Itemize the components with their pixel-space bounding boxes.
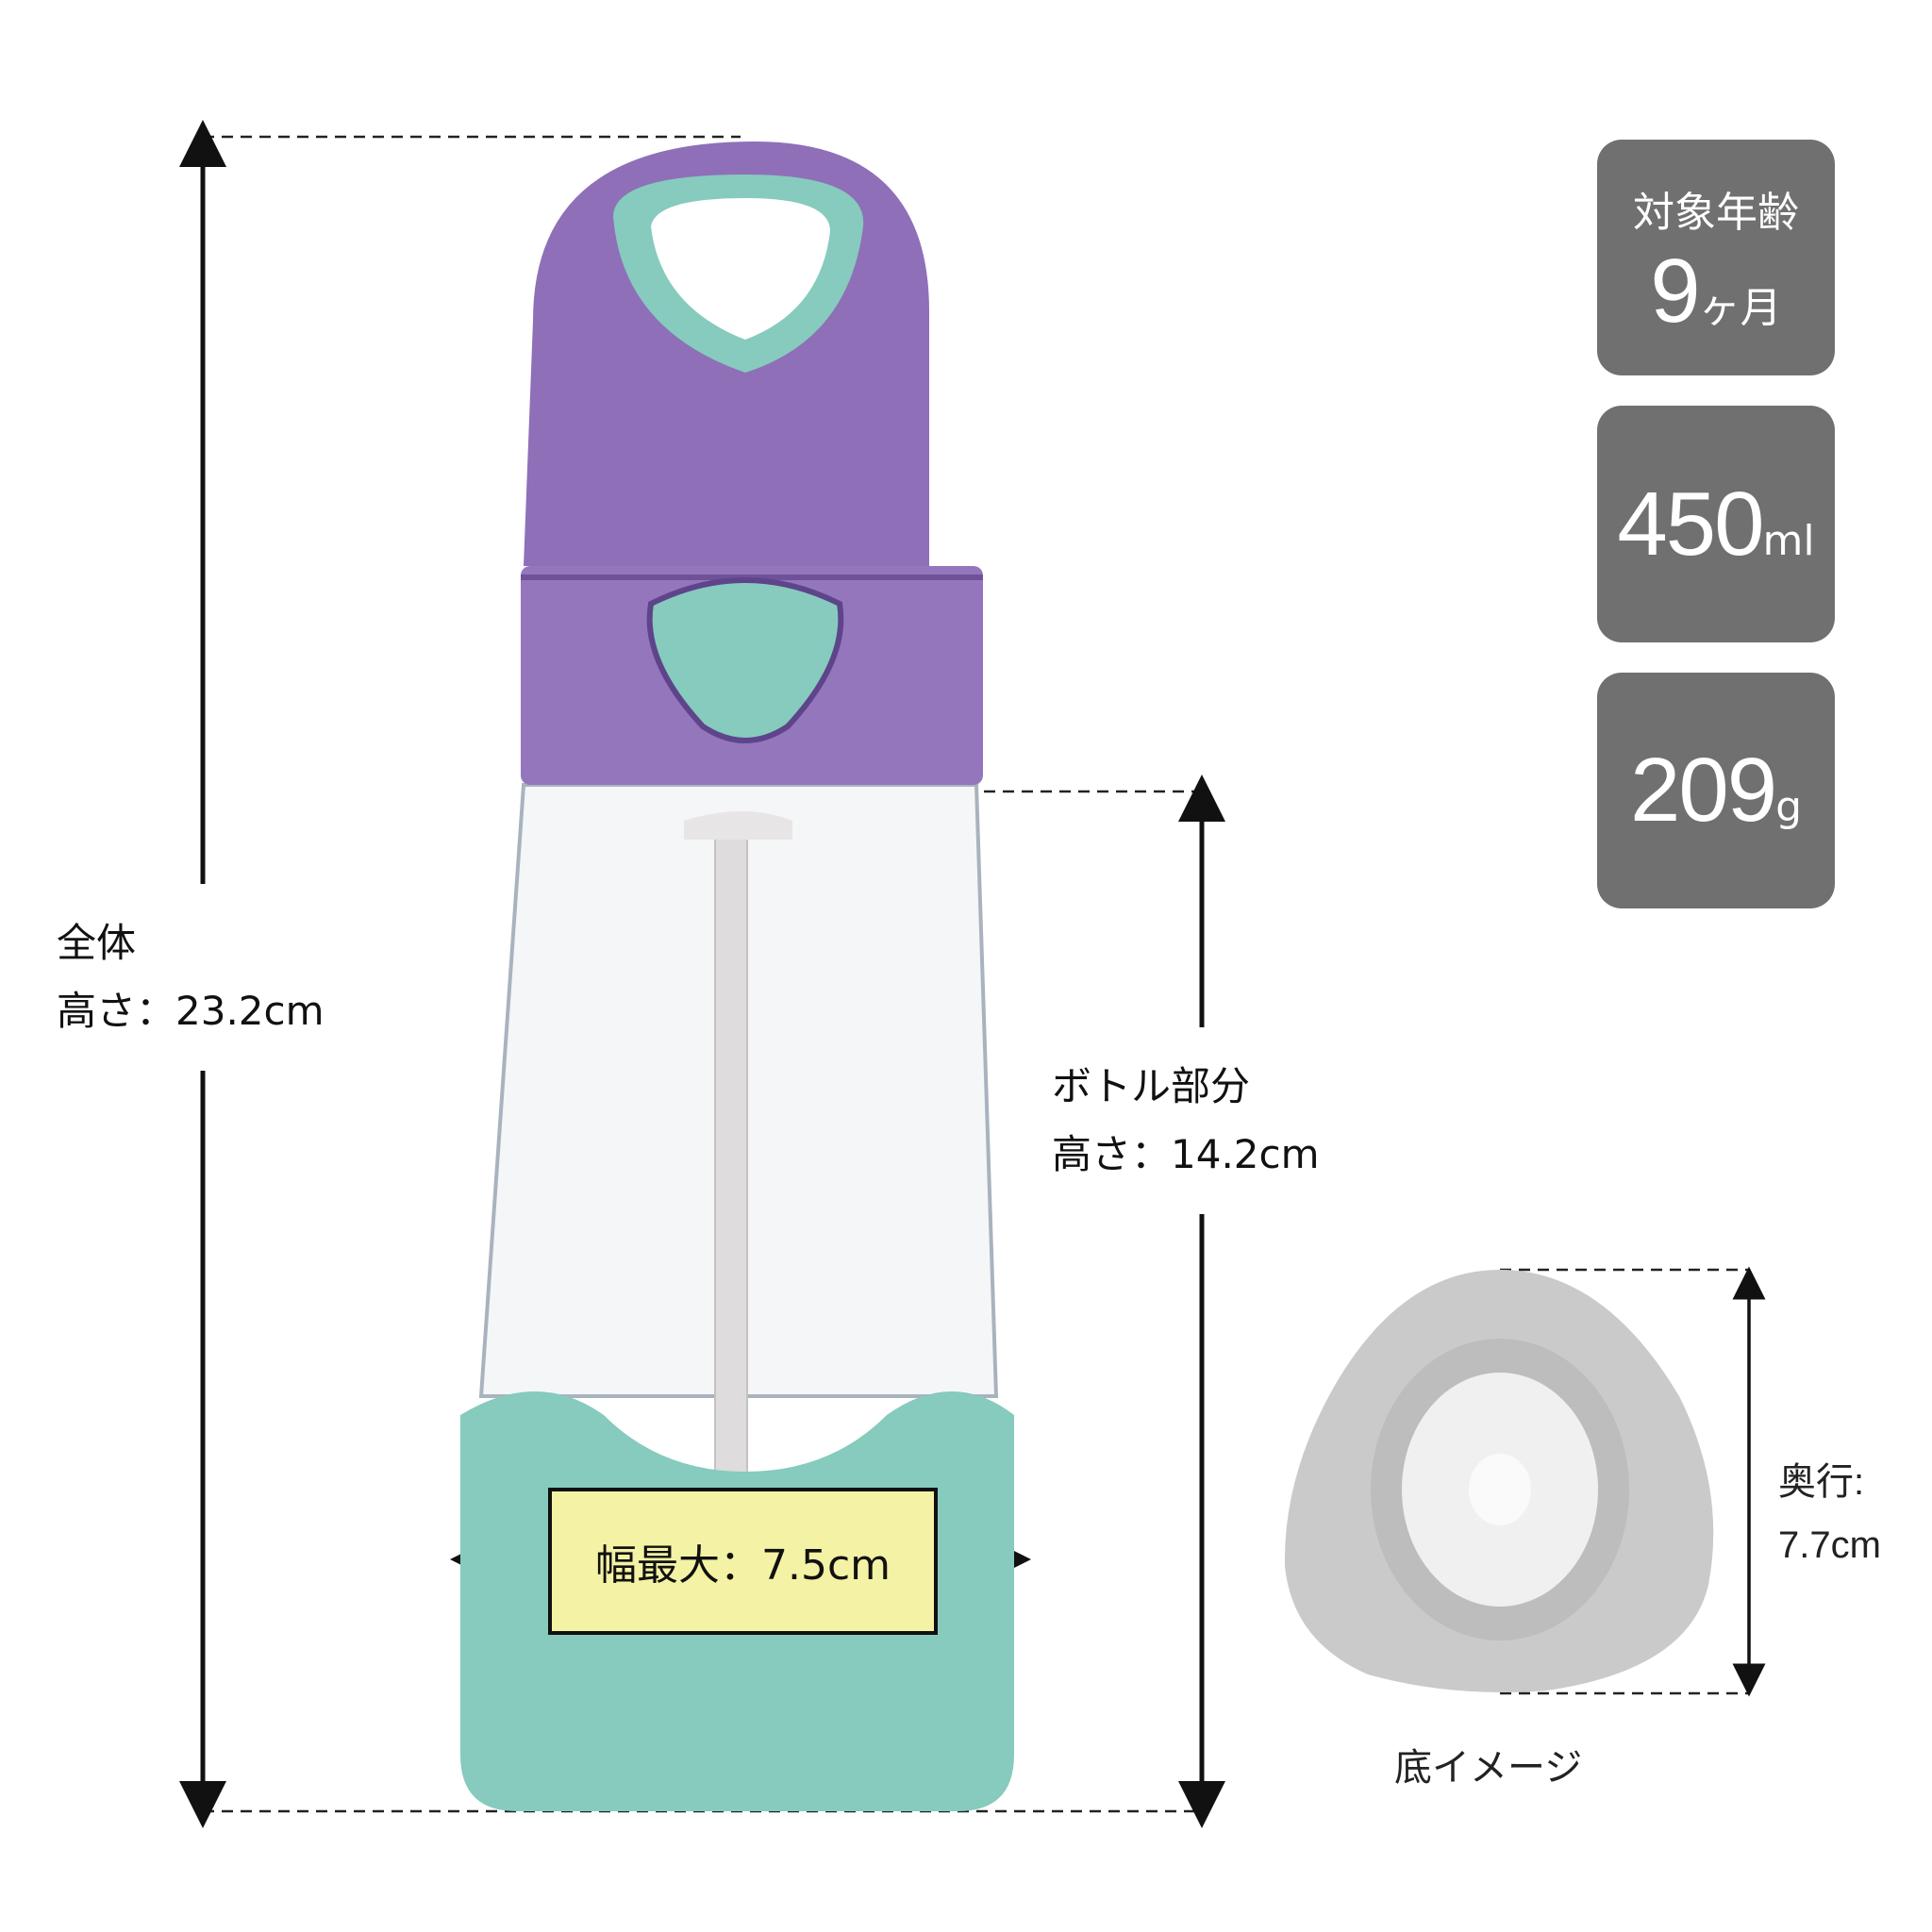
push-button [646, 577, 844, 743]
capacity-badge: 450ml [1597, 406, 1835, 642]
weight-value: 209 [1629, 740, 1777, 841]
age-label: 対象年齢 [1633, 189, 1799, 237]
max-width-text: 幅最大：7.5cm [594, 1541, 891, 1590]
weight-unit: g [1775, 783, 1803, 831]
depth-value: 7.7cm [1778, 1524, 1881, 1566]
age-badge: 対象年齢 9ヶ月 [1597, 140, 1835, 375]
handle-hole [651, 198, 830, 340]
overall-height: 高さ：23.2cm [57, 988, 325, 1034]
bottom-caption: 底イメージ [1394, 1747, 1583, 1789]
straw-top [684, 811, 792, 840]
capacity-unit: ml [1762, 516, 1815, 565]
age-unit: ヶ月 [1698, 284, 1782, 332]
bottle-part-title: ボトル部分 [1052, 1063, 1251, 1109]
straw [714, 820, 748, 1539]
max-width-label: 幅最大：7.5cm [548, 1488, 938, 1635]
age-value: 9 [1650, 241, 1700, 341]
bottom-view-image [1284, 1270, 1714, 1692]
overall-title: 全体 [57, 920, 137, 966]
base-center [1469, 1454, 1531, 1525]
depth-label: 奥行: [1778, 1461, 1865, 1503]
capacity-value: 450 [1617, 473, 1764, 575]
bottle-part-height: 高さ：14.2cm [1052, 1131, 1320, 1177]
weight-badge: 209g [1597, 673, 1835, 908]
